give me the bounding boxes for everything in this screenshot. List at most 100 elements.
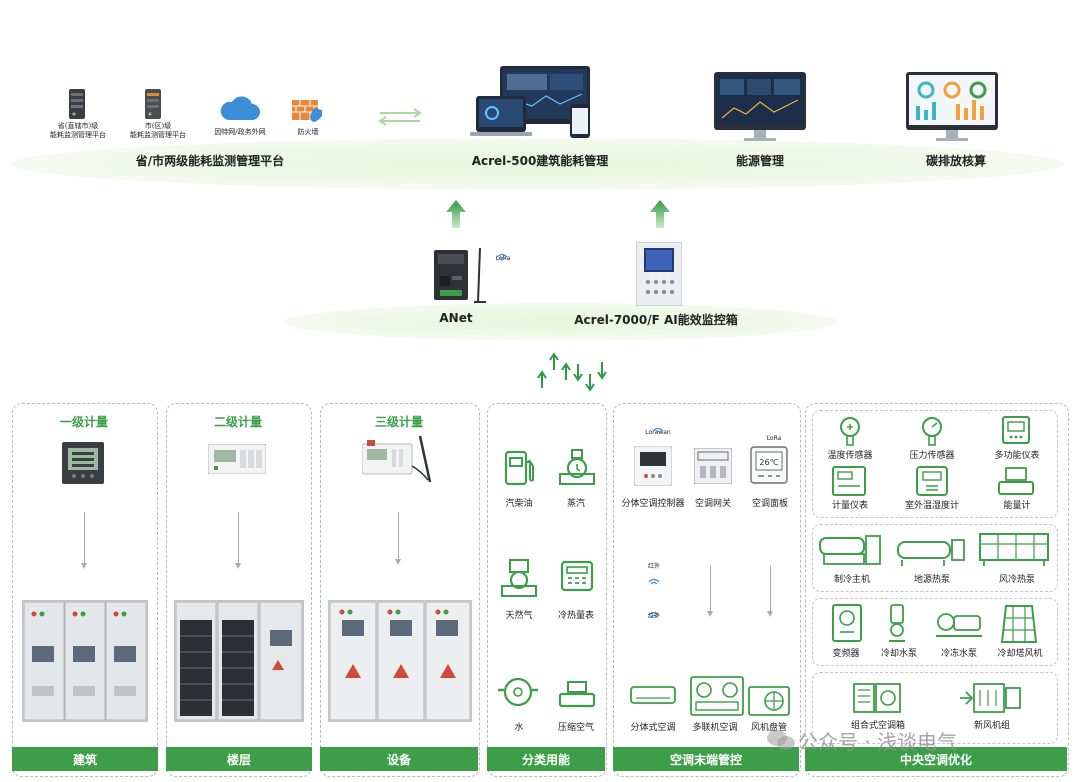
watermark-text: 公众号 · 浅谈电气: [798, 730, 958, 754]
lora-label: LoRa: [766, 435, 782, 442]
sensor-group: [812, 410, 1058, 518]
flow-arrow: [707, 566, 713, 617]
firewall-icon: [292, 98, 324, 126]
ai-monitor-box-label: Acrel-7000/F AI能效监控箱: [574, 313, 738, 327]
central-item-label: 制冷主机: [833, 575, 870, 585]
bidirectional-arrows-icon: [534, 348, 608, 396]
central-item-label: 室外温湿度计: [904, 501, 959, 511]
chilled-water-pump-icon: [934, 608, 984, 644]
fan-coil-unit: [748, 686, 790, 720]
split-ac-unit: [630, 686, 676, 710]
lorawan-label: Lorawan: [645, 429, 671, 436]
up-arrow-icon: [650, 200, 670, 232]
server-icon: [142, 88, 164, 124]
central-item-label: 风冷热泵: [998, 575, 1035, 585]
panel-temperature-readout: 26℃: [759, 458, 778, 467]
firewall-label: 防火墙: [297, 128, 319, 136]
up-arrow-icon: [446, 200, 466, 232]
level-2-label: 二级计量: [213, 415, 262, 429]
central-item-label: 能量计: [1003, 501, 1031, 511]
central-item-label: 压力传感器: [909, 451, 955, 461]
vrf-ac-unit: [690, 676, 744, 720]
equipment-cabinet: [327, 599, 473, 726]
acrel500-title: Acrel-500建筑能耗管理: [471, 154, 609, 168]
ac-item-label: 多联机空调: [692, 723, 738, 733]
item-label: 压缩空气: [557, 723, 594, 733]
anet-gateway-device: [430, 240, 492, 308]
temperature-sensor-icon: [836, 416, 864, 450]
pump-group: [812, 598, 1058, 666]
cooling-tower-icon: [1000, 604, 1038, 648]
exchange-arrows-icon: [376, 108, 424, 130]
ac-item-label: 风机盘管: [750, 723, 787, 733]
flow-arrow: [767, 566, 773, 617]
floor-bar: 楼层: [166, 747, 312, 771]
central-item-label: 冷冻水泵: [940, 649, 977, 659]
city-label-line2: 能耗监测管理平台: [130, 131, 186, 139]
air-handler-group: [812, 672, 1058, 744]
central-item-label: 冷却水泵: [880, 649, 917, 659]
central-item-label: 地源热泵: [913, 575, 950, 585]
air-source-heat-pump-icon: [978, 532, 1050, 572]
city-platform-label: 市(区)级 能耗监测管理平台: [118, 122, 198, 140]
ground-source-heat-pump-icon: [894, 534, 966, 572]
gateway-ellipse: [284, 303, 838, 341]
steam-meter-icon: [558, 448, 596, 492]
hygrometer-icon: [916, 466, 948, 500]
fresh-air-unit-icon: [958, 680, 1022, 720]
air-handling-unit-icon: [852, 680, 902, 720]
central-item-label: 变频器: [832, 649, 860, 659]
gas-meter-icon: [500, 558, 538, 602]
ac-gateway-device: [693, 447, 733, 488]
cloud-icon: [218, 96, 260, 126]
central-item-label: 新风机组: [973, 721, 1010, 731]
frequency-converter-icon: [832, 604, 862, 646]
wifi-icon: [648, 604, 660, 623]
internet-label: 因特网/政务外网: [214, 128, 266, 136]
province-label-line2: 能耗监测管理平台: [50, 131, 106, 139]
item-label: 冷热量表: [557, 611, 594, 621]
province-label-line1: 省(直辖市)级: [57, 122, 99, 130]
central-ac-bar: 中央空调优化: [805, 747, 1067, 771]
metering-meter-icon: [832, 466, 866, 500]
item-label: 水: [514, 723, 524, 733]
top-platform-ellipse: [12, 138, 1064, 190]
server-icon: [66, 88, 88, 124]
flow-arrow: [235, 512, 241, 569]
multifunction-meter-icon: [1002, 416, 1030, 448]
flow-arrow: [81, 512, 87, 569]
energy-meter-icon: [998, 466, 1034, 500]
pressure-sensor-icon: [918, 416, 946, 450]
device-bar: 设备: [320, 747, 478, 771]
chiller-group: [812, 524, 1058, 592]
wireless-meter-device: [361, 435, 440, 490]
central-ac-panel: [805, 403, 1069, 777]
cooling-water-pump-icon: [886, 604, 908, 648]
fuel-pump-icon: [502, 448, 536, 492]
wifi-icon: [648, 571, 660, 590]
anet-label: ANet: [439, 311, 473, 325]
lora-label: LoRa: [495, 255, 511, 262]
building-bar: 建筑: [12, 747, 158, 771]
ac-item-label: 分体空调控制器: [621, 499, 685, 509]
wifi-icon: [496, 246, 508, 265]
city-label-line1: 市(区)级: [144, 122, 172, 130]
item-label: 天然气: [505, 611, 533, 621]
classified-energy-bar: 分类用能: [487, 747, 605, 771]
flow-arrow: [395, 512, 401, 565]
ai-monitor-box-device: [635, 241, 683, 310]
platform-title: 省/市两级能耗监测管理平台: [135, 154, 285, 168]
multi-device-mockup: [470, 66, 608, 150]
province-platform-label: 省(直辖市)级 能耗监测管理平台: [40, 122, 116, 140]
item-label: 汽柴油: [505, 499, 533, 509]
ac-item-label: 空调面板: [751, 499, 788, 509]
switchgear-cabinet: [21, 599, 149, 726]
ac-item-label: 空调网关: [694, 499, 731, 509]
power-meter-device: [62, 442, 104, 488]
ac-item-label: 分体式空调: [630, 723, 676, 733]
infrared-label: 红外: [647, 563, 660, 570]
heat-meter-icon: [560, 560, 594, 600]
carbon-accounting-title: 碳排放核算: [925, 154, 986, 168]
central-item-label: 冷却塔风机: [997, 649, 1043, 659]
central-item-label: 组合式空调箱: [850, 721, 905, 731]
